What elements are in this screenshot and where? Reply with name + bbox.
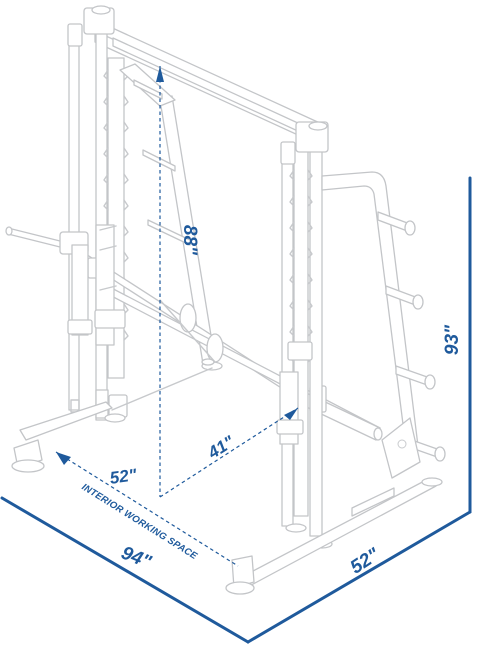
overall-width-dimension: 94" (0, 496, 250, 644)
interior-width-label: 41" (204, 432, 239, 463)
rear-lower-frame (111, 299, 216, 411)
interior-depth-label: 52" (109, 465, 139, 488)
overall-height-label: 93" (442, 324, 463, 355)
interior-height-label: 88" (179, 225, 200, 256)
overall-depth-dimension: 52" (246, 510, 472, 644)
rear-left-upright (67, 5, 115, 421)
overall-depth-label: 52" (347, 544, 385, 579)
plate-storage-tree (321, 171, 446, 479)
smith-machine-illustration (5, 5, 446, 595)
left-base (11, 401, 126, 473)
right-base (225, 477, 443, 595)
overall-height-dimension: 93" (442, 176, 472, 514)
interior-height-dimension: 88" (156, 66, 200, 497)
rear-weight-pegs (133, 79, 191, 246)
top-crossbar (94, 19, 323, 147)
interior-depth-dimension: 52" INTERIOR WORKING SPACE (55, 451, 239, 567)
interior-width-dimension: 41" (159, 407, 299, 498)
